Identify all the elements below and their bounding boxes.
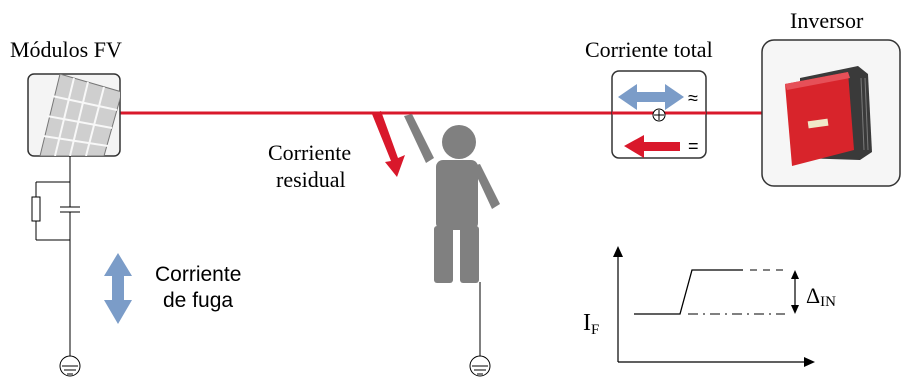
summation-icon xyxy=(652,108,666,122)
graph-y-arrow xyxy=(613,246,623,257)
leakage-current-label-1: Corriente xyxy=(155,263,241,286)
dc-current-arrow xyxy=(624,135,680,158)
pv-modules-label: Módulos FV xyxy=(10,37,122,62)
graph-signal-line xyxy=(634,269,743,315)
leakage-rc-branch xyxy=(31,156,80,356)
graph-delta-label: ΔIN xyxy=(806,283,836,310)
solar-panel-icon xyxy=(27,73,121,157)
leakage-current-label-2: de fuga xyxy=(163,289,233,312)
ac-symbol: ≈ xyxy=(688,88,698,108)
graph-y-label: IF xyxy=(583,310,599,338)
total-current-label: Corriente total xyxy=(585,37,713,62)
residual-current-arrow xyxy=(372,111,405,177)
inverter-label: Inversor xyxy=(790,8,864,33)
person-icon xyxy=(404,114,500,283)
graph-axes xyxy=(617,254,807,363)
graph-x-arrow xyxy=(804,357,815,367)
residual-current-label-1: Corriente xyxy=(268,140,351,165)
ground-icon xyxy=(469,355,491,377)
inverter-icon xyxy=(785,66,872,166)
residual-current-label-2: residual xyxy=(276,167,346,192)
delta-arrow xyxy=(791,270,799,314)
ac-current-arrow xyxy=(618,84,684,110)
ground-icon xyxy=(59,355,81,377)
leakage-current-arrow xyxy=(104,253,132,324)
dc-symbol: = xyxy=(688,136,699,156)
